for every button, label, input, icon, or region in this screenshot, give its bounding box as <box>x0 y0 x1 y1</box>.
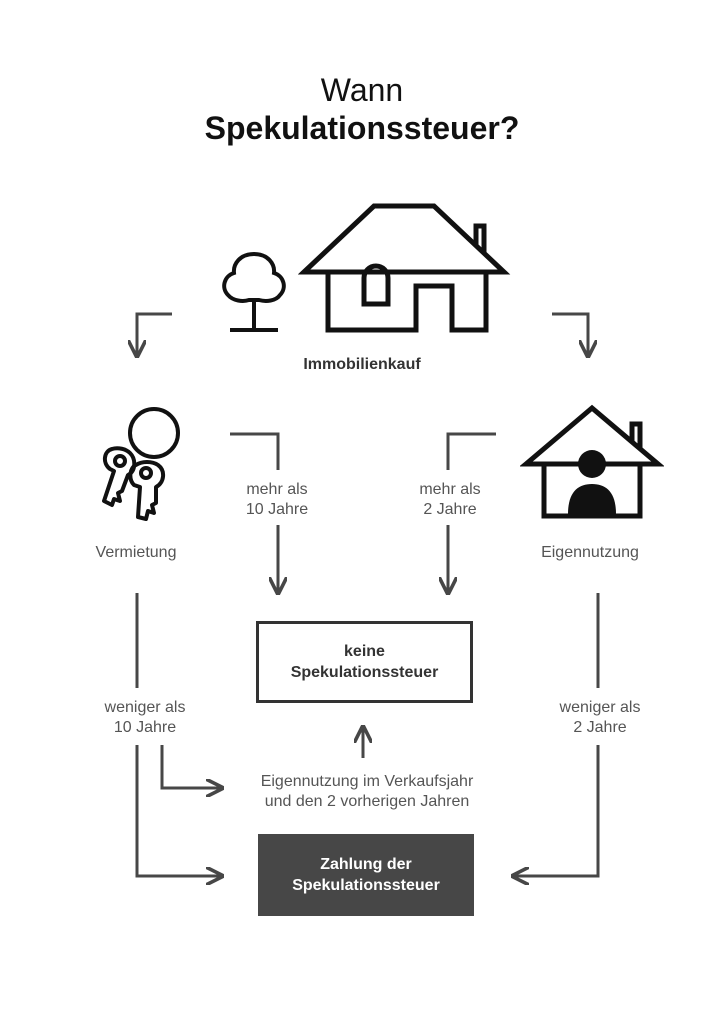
rental-less-label: weniger als 10 Jahre <box>85 698 205 738</box>
self-use-line-1: Eigennutzung im Verkaufsjahr <box>260 773 474 790</box>
rental-more-label: mehr als 10 Jahre <box>222 480 332 520</box>
owner-occupancy-label: Eigennutzung <box>541 544 639 561</box>
owner-more-line-1: mehr als <box>419 481 481 498</box>
rental-label: Vermietung <box>95 544 177 561</box>
self-use-line-2: und den 2 vorherigen Jahren <box>264 793 470 810</box>
no-tax-line-2: Spekulationssteuer <box>290 664 439 681</box>
title-line-2: Spekulationssteuer? <box>204 110 520 146</box>
arrow-rental-more <box>230 432 278 593</box>
house-icon <box>298 203 511 333</box>
purchase-label: Immobilienkauf <box>303 356 421 373</box>
rental-more-line-1: mehr als <box>246 481 308 498</box>
arrow-rental-selfuse <box>160 745 222 788</box>
arrow-purchase-to-owner <box>552 312 588 356</box>
title-line-1: Wann <box>320 72 404 108</box>
owner-more-line-2: 2 Jahre <box>423 501 477 518</box>
arrow-purchase-to-rental <box>137 312 172 356</box>
owner-less-label: weniger als 2 Jahre <box>535 698 665 738</box>
owner-less-line-2: 2 Jahre <box>573 719 627 736</box>
arrow-owner-more <box>448 432 496 593</box>
pay-tax-line-2: Spekulationssteuer <box>292 877 440 894</box>
owner-more-label: mehr als 2 Jahre <box>395 480 505 520</box>
arrow-rental-less <box>135 745 222 876</box>
home-person-icon <box>520 404 664 519</box>
pay-tax-line-1: Zahlung der <box>320 856 412 873</box>
keys-icon <box>102 407 180 521</box>
no-tax-box: keine Spekulationssteuer <box>256 621 473 703</box>
arrow-owner-less <box>513 745 600 876</box>
pay-tax-box: Zahlung der Spekulationssteuer <box>258 834 474 916</box>
tree-icon <box>222 251 286 332</box>
rental-less-line-2: 10 Jahre <box>113 719 177 736</box>
self-use-label: Eigennutzung im Verkaufsjahr und den 2 v… <box>232 772 502 812</box>
owner-less-line-1: weniger als <box>559 699 641 716</box>
rental-less-line-1: weniger als <box>104 699 186 716</box>
no-tax-line-1: keine <box>344 643 385 660</box>
rental-more-line-2: 10 Jahre <box>245 501 309 518</box>
